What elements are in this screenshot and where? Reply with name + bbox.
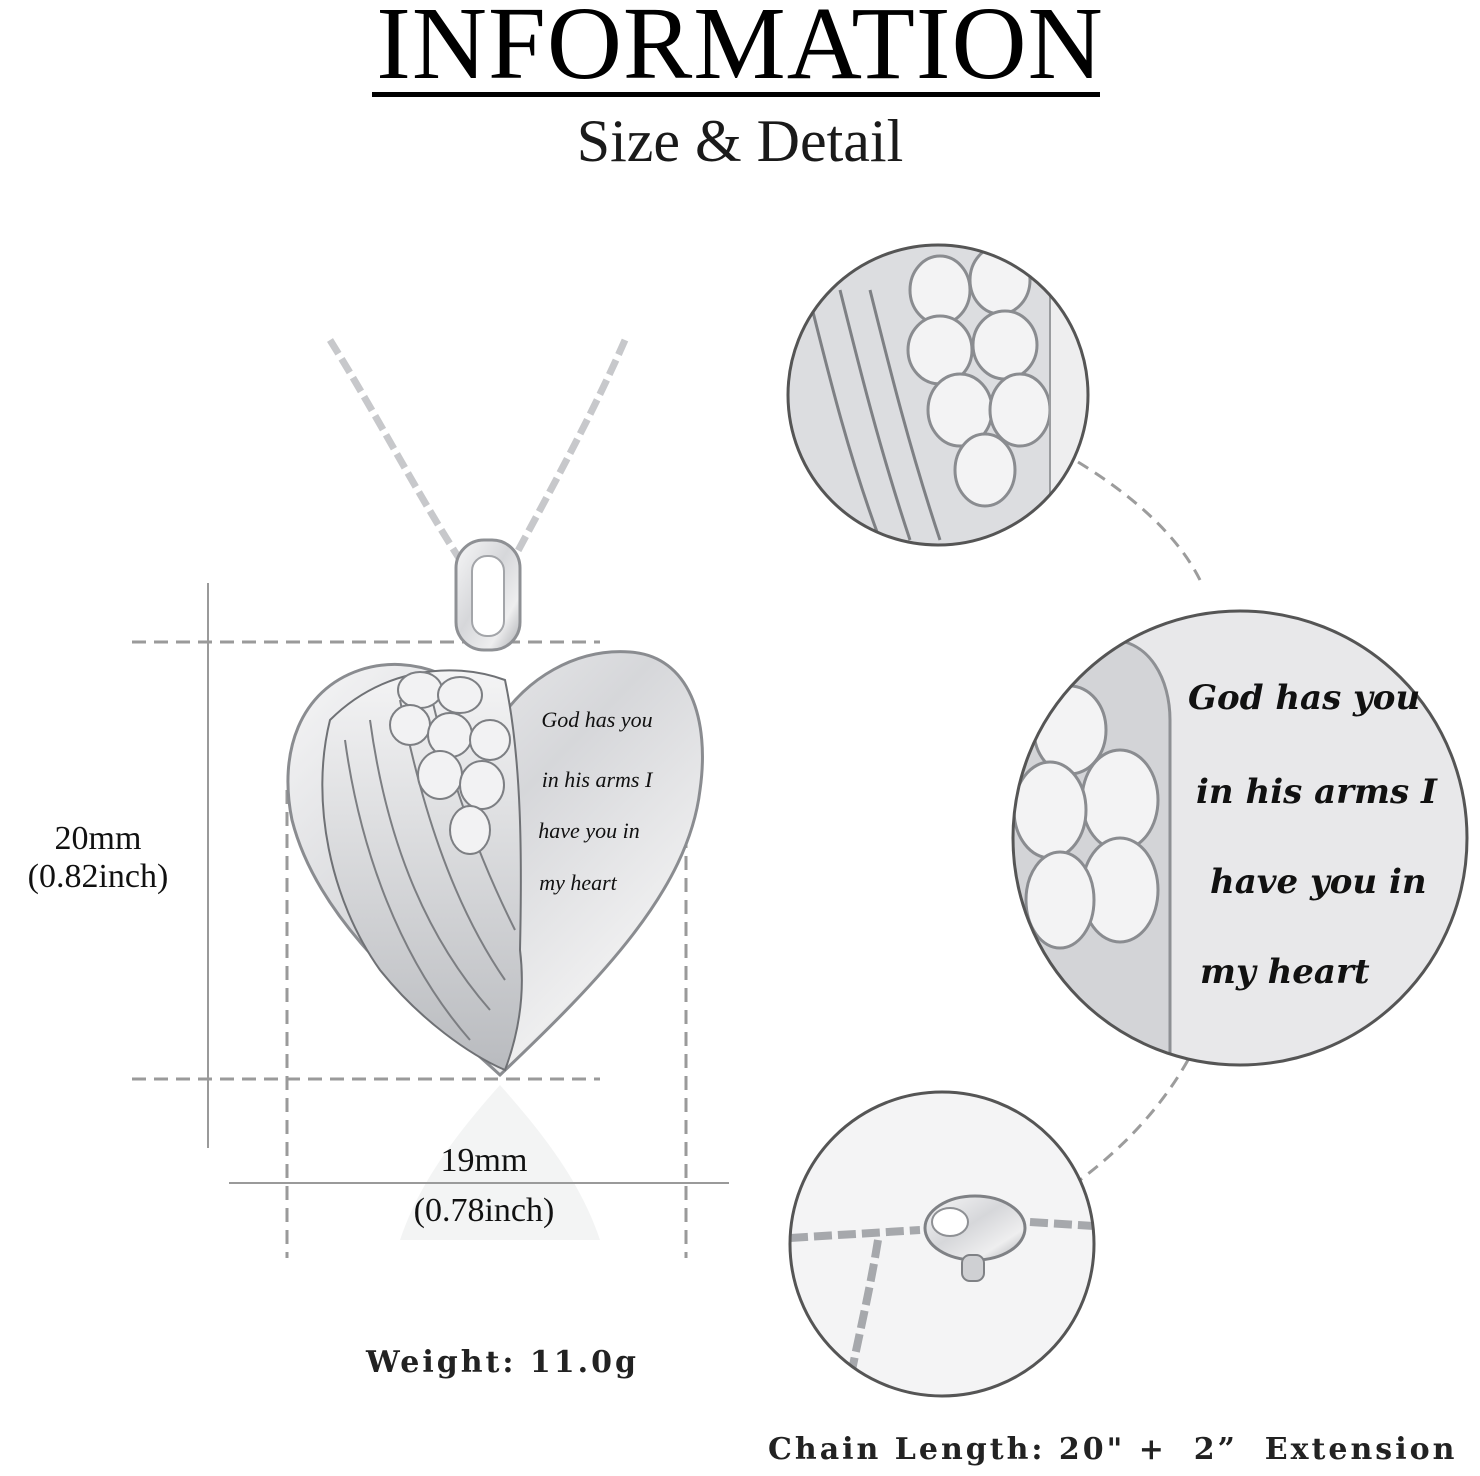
weight-spec: Weight: 11.0g [366,1345,639,1380]
pendant-bail [454,538,522,652]
zoom-engraving-line-2: in his arms I [1196,772,1437,812]
engraving-line-4: my heart [539,870,617,895]
zoom-engraving-line-1: God has you [1188,678,1421,718]
dimension-guides [132,583,729,1258]
zoom-engraving-detail [1011,609,1469,1067]
engraving-line-1: God has you [541,707,652,732]
page-title: INFORMATION [376,0,1104,101]
height-inch: (0.82inch) [27,858,169,895]
zoom-engraving-line-4: my heart [1200,952,1370,992]
zoom-engraving-text: God has you in his arms I have you in my… [1180,676,1450,994]
heart-pendant: God has you in his arms I have you in my… [286,650,704,1078]
zoom-wing-detail [786,243,1090,547]
chain-length-spec: Chain Length: 20" + 2” Extension [768,1432,1458,1467]
title-underline [372,92,1100,97]
width-mm: 19mm [440,1142,528,1179]
height-mm: 20mm [54,820,142,857]
page-subtitle: Size & Detail [576,108,904,174]
pendant-reflection [400,1085,600,1240]
engraving-line-2: in his arms I [542,767,654,792]
height-label: 20mm (0.82inch) [0,820,196,896]
width-label: 19mm (0.78inch) [380,1142,588,1230]
engraving-line-3: have you in [538,818,639,843]
width-inch: (0.78inch) [413,1192,555,1229]
zoom-connectors [1077,460,1202,1182]
zoom-clasp-detail [788,1090,1096,1398]
necklace-chain [327,338,629,577]
zoom-engraving-line-3: have you in [1210,862,1427,902]
